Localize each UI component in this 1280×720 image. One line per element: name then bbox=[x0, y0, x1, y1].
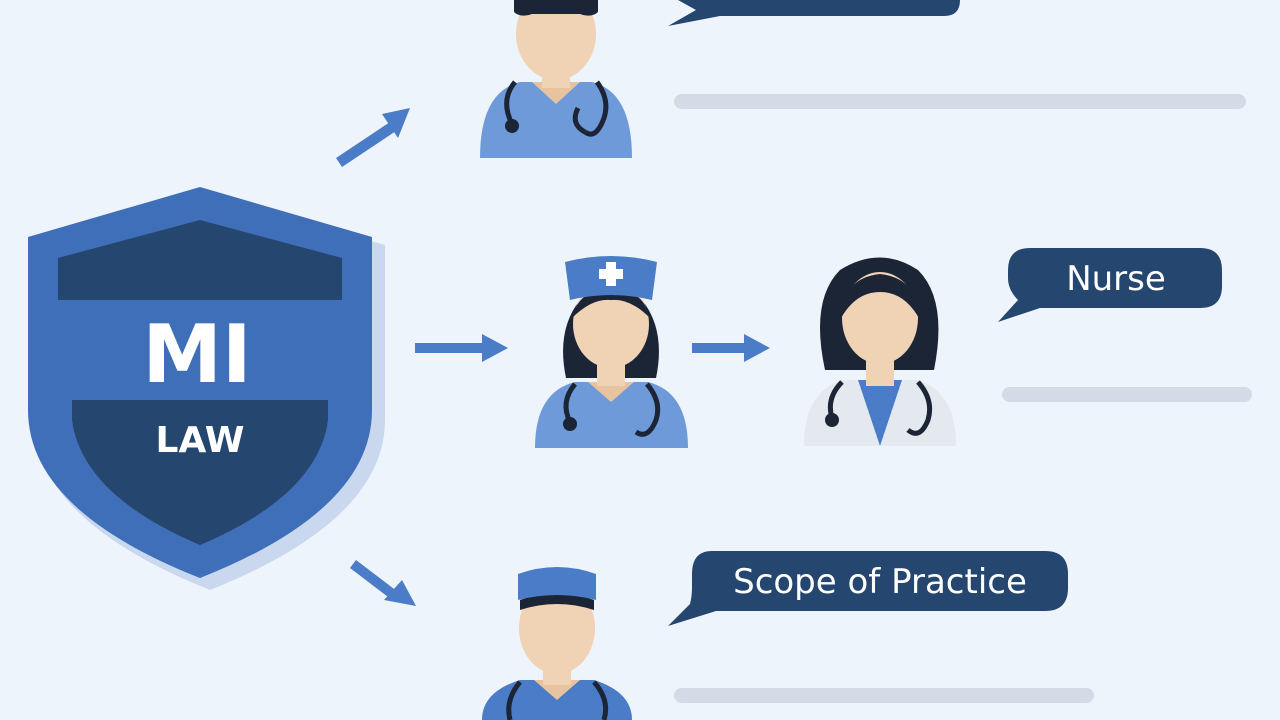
mi-law-shield: MI LAW bbox=[28, 187, 385, 590]
speech-bubble-nurse-label: Nurse bbox=[1066, 259, 1166, 299]
placeholder-line-bottom bbox=[674, 688, 1094, 703]
speech-bubble-top bbox=[668, 0, 960, 26]
doctor-icon bbox=[480, 0, 632, 158]
shield-bottom-panel bbox=[72, 400, 328, 545]
speech-bubble-scope: Scope of Practice bbox=[668, 551, 1068, 626]
female-doctor-icon bbox=[804, 257, 956, 446]
arrow-right-to-practitioner bbox=[692, 334, 770, 362]
arrow-up-right bbox=[336, 108, 410, 167]
shield-subtitle: LAW bbox=[156, 420, 245, 461]
placeholder-line-middle bbox=[1002, 387, 1252, 402]
surgeon-icon bbox=[482, 567, 632, 720]
shield-title: MI bbox=[142, 308, 251, 401]
shield-top-band bbox=[58, 220, 342, 300]
nurse-icon bbox=[535, 256, 688, 448]
arrow-right-middle bbox=[415, 334, 508, 362]
arrow-down-right bbox=[350, 560, 416, 606]
speech-bubble-nurse: Nurse bbox=[998, 248, 1222, 322]
placeholder-line-top bbox=[674, 94, 1246, 109]
speech-bubble-scope-label: Scope of Practice bbox=[733, 562, 1027, 602]
